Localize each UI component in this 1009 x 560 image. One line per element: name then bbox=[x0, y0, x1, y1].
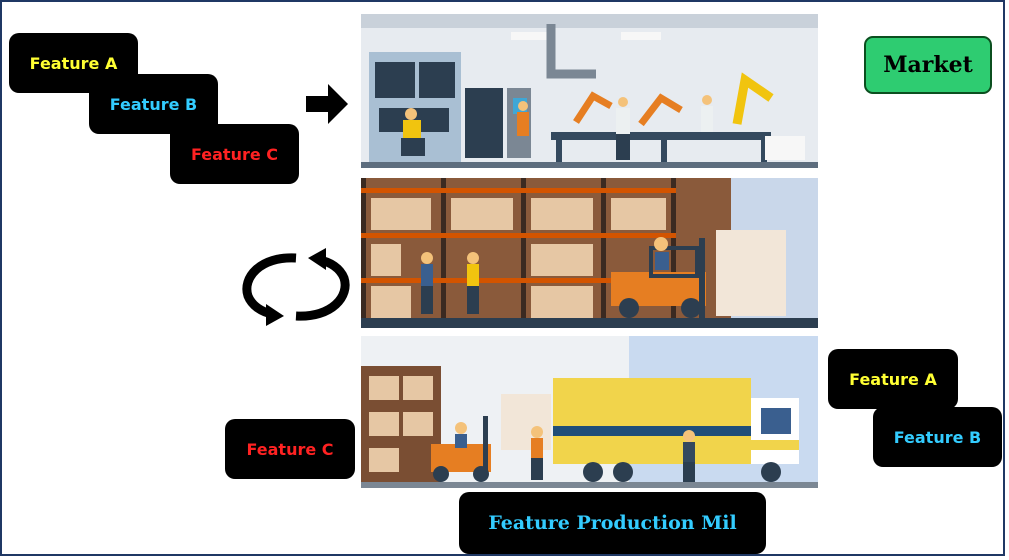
feature-production-label: Feature Production Mil bbox=[488, 512, 737, 534]
feature-b-label: Feature B bbox=[893, 427, 982, 447]
feature-c-box-left: Feature C bbox=[170, 124, 299, 184]
feature-c-box-lower: Feature C bbox=[225, 419, 355, 479]
feature-a-label: Feature A bbox=[849, 369, 937, 389]
feature-b-box-right: Feature B bbox=[873, 407, 1002, 467]
feature-a-box-right: Feature A bbox=[828, 349, 958, 409]
factory-assembly-line-image bbox=[361, 14, 818, 168]
feature-a-box-left: Feature A bbox=[9, 33, 138, 93]
market-box: Market bbox=[864, 36, 992, 94]
feature-c-label: Feature C bbox=[246, 439, 334, 459]
feature-production-title: Feature Production Mil bbox=[459, 492, 766, 554]
feature-a-label: Feature A bbox=[29, 53, 118, 73]
feature-b-box-left: Feature B bbox=[89, 74, 218, 134]
cycle-arrows-icon bbox=[238, 248, 354, 326]
feature-c-label: Feature C bbox=[190, 144, 279, 164]
feature-b-label: Feature B bbox=[109, 94, 198, 114]
market-label: Market bbox=[883, 52, 973, 78]
right-arrow-icon bbox=[304, 82, 350, 126]
warehouse-forklift-image bbox=[361, 178, 818, 328]
loading-dock-truck-image bbox=[361, 336, 818, 488]
